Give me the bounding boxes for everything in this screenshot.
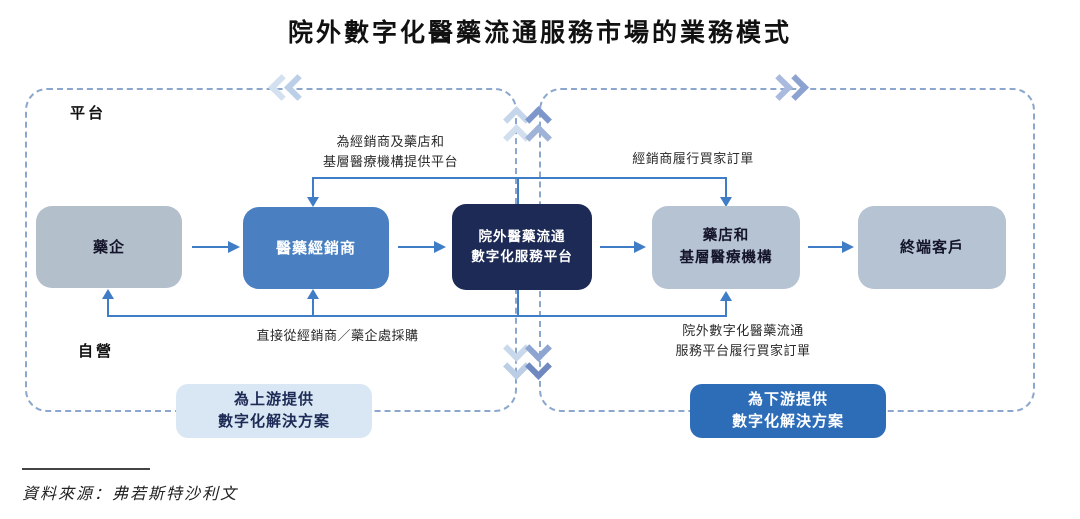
node-label-line1: 院外醫藥流通	[478, 228, 566, 245]
node-pharmacy-and-grassroots: 藥店和 基層醫療機構	[652, 206, 800, 289]
annotation-platform-fulfill: 院外數字化醫藥流通 服務平台履行買家訂單	[628, 322, 858, 361]
node-digital-service-platform: 院外醫藥流通 數字化服務平台	[452, 204, 592, 290]
solution-line1: 為上游提供	[233, 390, 314, 409]
solution-label: 為下游提供 數字化解決方案	[732, 389, 844, 433]
node-pharma: 藥企	[36, 206, 182, 288]
annotation-distributor-fulfill: 經銷商履行買家訂單	[632, 152, 754, 167]
node-end-customer: 終端客戶	[858, 206, 1006, 289]
annotation-line2: 基層醫療機構提供平台	[322, 154, 458, 170]
node-label: 藥企	[92, 237, 125, 256]
solution-line2: 數字化解決方案	[731, 412, 844, 430]
annotation-line1: 為經銷商及藥店和	[336, 135, 445, 150]
self-operated-section-label: 自營	[78, 342, 115, 360]
annotation-provide-platform: 為經銷商及藥店和 基層醫療機構提供平台	[288, 133, 493, 172]
node-distributor: 醫藥經銷商	[243, 207, 389, 289]
node-label-line1: 藥店和	[702, 227, 750, 244]
node-label: 終端客戶	[899, 238, 964, 257]
node-label-line2: 數字化服務平台	[471, 249, 573, 265]
source-text: 資料來源：弗若斯特沙利文	[22, 484, 239, 503]
annotation-line1: 院外數字化醫藥流通	[682, 324, 804, 339]
downstream-solution-box: 為下游提供 數字化解決方案	[690, 384, 886, 438]
platform-section-label: 平台	[70, 104, 107, 122]
node-label: 醫藥經銷商	[275, 238, 356, 257]
solution-line1: 為下游提供	[747, 390, 828, 409]
node-label: 院外醫藥流通 數字化服務平台	[471, 227, 573, 268]
annotation-direct-purchase: 直接從經銷商／藥企處採購	[256, 329, 419, 344]
node-label-line2: 基層醫療機構	[679, 249, 773, 266]
solution-line2: 數字化解決方案	[217, 412, 330, 430]
node-label: 藥店和 基層醫療機構	[680, 226, 773, 270]
upstream-solution-box: 為上游提供 數字化解決方案	[176, 384, 372, 438]
solution-label: 為上游提供 數字化解決方案	[218, 389, 330, 433]
annotation-line2: 服務平台履行買家訂單	[675, 343, 811, 359]
source-divider	[22, 468, 150, 470]
page-title: 院外數字化醫藥流通服務市場的業務模式	[287, 18, 792, 47]
